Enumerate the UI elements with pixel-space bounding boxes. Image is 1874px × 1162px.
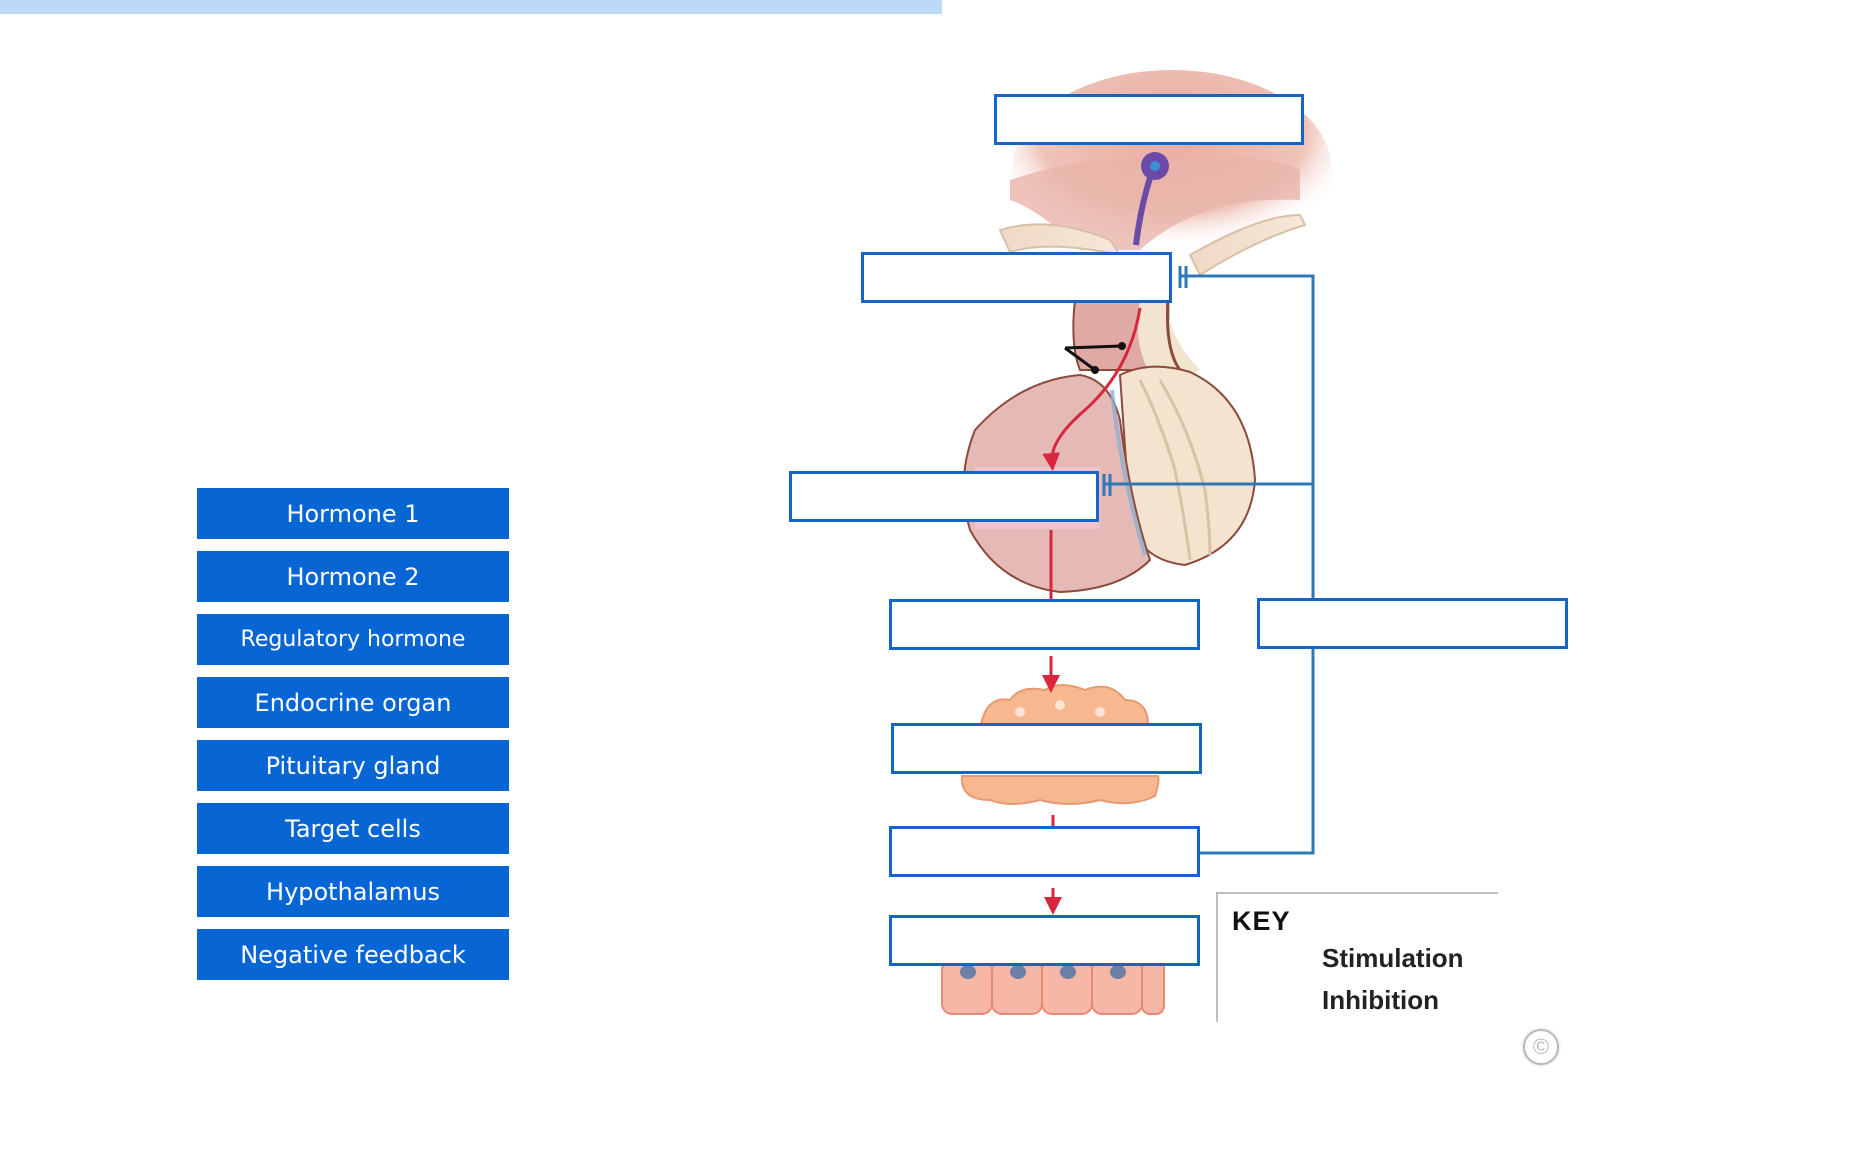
pituitary-illustration [962,299,1257,594]
chip-target-cells[interactable]: Target cells [197,803,509,854]
drop-box-hypothalamus-top[interactable] [994,94,1304,145]
chip-hormone-1[interactable]: Hormone 1 [197,488,509,539]
copyright-icon: © [1523,1029,1559,1065]
drop-box-hormone-from-pituitary[interactable] [889,599,1200,650]
chip-hormone-2[interactable]: Hormone 2 [197,551,509,602]
word-bank: Hormone 1 Hormone 2 Regulatory hormone E… [197,488,509,992]
chip-negative-feedback[interactable]: Negative feedback [197,929,509,980]
drop-box-infundibulum[interactable] [861,252,1172,303]
key-inhibition-label: Inhibition [1322,985,1439,1015]
target-cells-illustration [941,959,1165,1015]
drop-box-endocrine-organ[interactable] [891,723,1202,774]
drop-box-anterior-pituitary[interactable] [789,471,1099,522]
key-stimulation-label: Stimulation [1322,943,1464,973]
endocrine-organ-illustration [960,684,1160,805]
stimulation-arrows [1042,307,1142,915]
chip-endocrine-organ[interactable]: Endocrine organ [197,677,509,728]
drop-box-hormone-from-organ[interactable] [889,826,1200,877]
drop-box-feedback[interactable] [1257,598,1568,649]
inhibition-feedback-lines [1102,266,1315,855]
chip-hypothalamus[interactable]: Hypothalamus [197,866,509,917]
drop-box-target-cells[interactable] [889,915,1200,966]
chip-pituitary-gland[interactable]: Pituitary gland [197,740,509,791]
instruction-strip [0,0,942,14]
key-title: KEY [1232,906,1291,936]
legend-key: KEY Stimulation Inhibition [1216,892,1498,1022]
chip-regulatory-hormone[interactable]: Regulatory hormone [197,614,509,665]
